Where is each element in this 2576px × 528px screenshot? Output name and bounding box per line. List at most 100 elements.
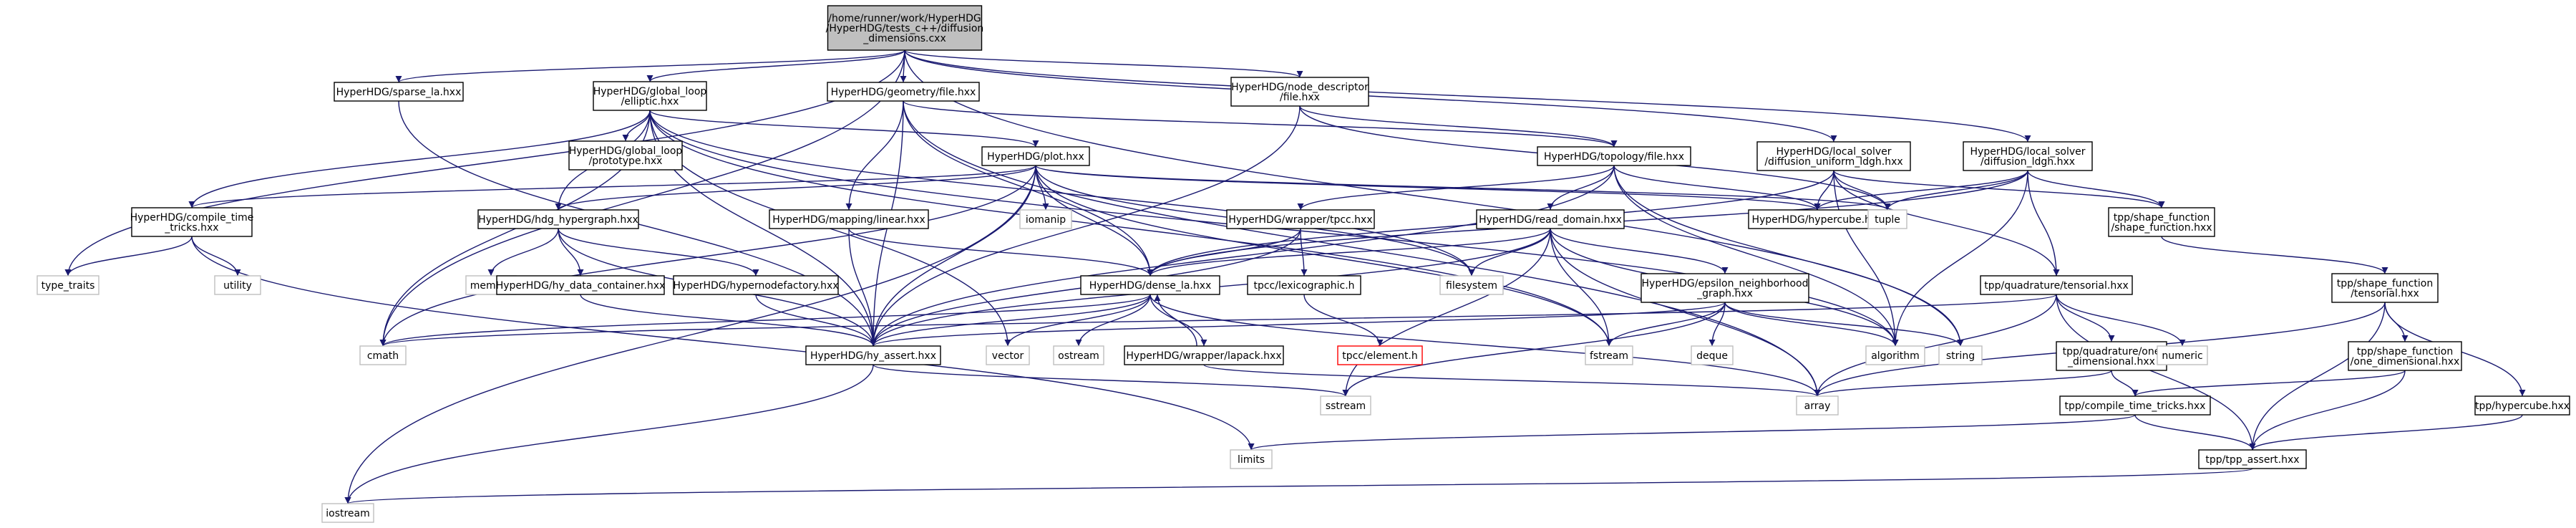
node-label-line: HyperHDG/mapping/linear.hxx (772, 214, 925, 226)
node-label-line: HyperHDG/node_descriptor (1231, 82, 1369, 93)
node-read_domain[interactable]: HyperHDG/read_domain.hxx (1476, 209, 1625, 229)
edge-tpp_shape_function_file-to-tpp_shape_function_tensorial (2161, 236, 2388, 274)
node-box (2348, 341, 2462, 371)
node-box (359, 345, 407, 365)
node-hy_data_container[interactable]: HyperHDG/hy_data_container.hxx (496, 275, 666, 295)
edge-node_descriptor_file-to-hy_assert (870, 105, 1301, 347)
edge-topology_file-to-algorithm (1613, 165, 1899, 347)
node-box (1080, 275, 1220, 295)
node-hypercube[interactable]: HyperHDG/hypercube.hxx (1748, 209, 1887, 229)
node-dense_la[interactable]: HyperHDG/dense_la.hxx (1080, 275, 1220, 295)
node-box (1053, 345, 1104, 365)
edge-tpp_quadrature_tensorial-to-numeric (2056, 294, 2186, 347)
node-tpp_quadrature_one_dimensional[interactable]: tpp/quadrature/one_dimensional.hxx (2056, 341, 2167, 371)
edge-topology_file-to-wrapper_tpcc (1297, 165, 1615, 211)
node-label-line: tpp/shape_function (2337, 278, 2433, 289)
edge-root-to-node_descriptor_file (904, 49, 1303, 78)
edge-focal_solver_uniform-to-tpp_quadrature_tensorial (1833, 170, 2060, 277)
edge-focal_solver_ldgh-to-tpp_quadrature_tensorial (2027, 170, 2060, 277)
edge-tpp_quadrature_one_dimensional-to-array (1814, 370, 2112, 397)
edge-tpp_compile_time_tricks-to-tpp_assert (2134, 414, 2256, 451)
node-label-line: tpp/quadrature/tensorial.hxx (1984, 280, 2129, 292)
node-label-line: /file.hxx (1280, 92, 1320, 103)
node-label-line: HyperHDG/dense_la.hxx (1089, 280, 1212, 292)
node-wrapper_tpcc[interactable]: HyperHDG/wrapper/tpcc.hxx (1226, 209, 1375, 229)
node-box (2108, 207, 2215, 237)
node-global_loop_elliptic[interactable]: HyperHDG/global_loop/elliptic.hxx (593, 81, 707, 111)
edge-global_loop_elliptic-to-filesystem (649, 110, 1475, 277)
edge-tpp_shape_function_one_dimensional-to-tpp_assert (2249, 370, 2406, 451)
edge-root-to-cmath (379, 49, 905, 347)
node-tpp_shape_function_one_dimensional[interactable]: tpp/shape_function/one_dimensional.hxx (2348, 341, 2462, 371)
edge-hypernodefactory-to-hy_assert (755, 294, 877, 347)
node-label-line: /tensorial.hxx (2351, 288, 2419, 299)
node-label-line: HyperHDG/hy_assert.hxx (810, 350, 936, 362)
node-hdg_hypergraph[interactable]: HyperHDG/hdg_hypergraph.hxx (477, 209, 639, 229)
node-tpp_assert[interactable]: tpp/tpp_assert.hxx (2198, 449, 2307, 469)
node-label-line: HyperHDG/local_solver (1970, 146, 2086, 158)
node-iomanip: iomanip (1019, 209, 1072, 229)
node-plot[interactable]: HyperHDG/plot.hxx (981, 146, 1090, 166)
node-tpcc_element[interactable]: tpcc/element.h (1337, 345, 1423, 365)
node-cmath: cmath (359, 345, 407, 365)
edge-epsilon_neighborhood-to-hy_assert (870, 302, 1726, 347)
node-geometry_file[interactable]: HyperHDG/geometry/file.hxx (827, 82, 980, 102)
node-mapping_linear[interactable]: HyperHDG/mapping/linear.hxx (769, 209, 929, 229)
node-tpcc_lexicographic[interactable]: tpcc/lexicographic.h (1247, 275, 1361, 295)
edge-read_domain-to-dense_la (1147, 228, 1551, 277)
node-sparse_la[interactable]: HyperHDG/sparse_la.hxx (334, 82, 464, 102)
node-array: array (1796, 395, 1839, 416)
node-label-line: HyperHDG/hdg_hypergraph.hxx (478, 214, 638, 226)
node-tpp_quadrature_tensorial[interactable]: tpp/quadrature/tensorial.hxx (1980, 275, 2133, 295)
edge-wrapper_lapack-to-dense_la (1154, 294, 1197, 347)
edge-root-to-sparse_la (395, 49, 905, 83)
node-epsilon_neighborhood[interactable]: HyperHDG/epsilon_neighborhood_graph.hxx (1641, 273, 1809, 303)
edge-tpp_shape_function_one_dimensional-to-tpp_compile_time_tricks (2132, 370, 2406, 397)
node-box (1641, 273, 1809, 303)
node-topology_file[interactable]: HyperHDG/topology/file.hxx (1537, 146, 1691, 166)
node-utility: utility (214, 275, 261, 295)
edge-read_domain-to-epsilon_neighborhood (1550, 228, 1729, 274)
edge-tpp_assert-to-iostream (345, 468, 2253, 504)
node-wrapper_lapack[interactable]: HyperHDG/wrapper/lapack.hxx (1124, 345, 1284, 365)
node-label-line: HyperHDG/global_loop (593, 86, 707, 97)
edge-epsilon_neighborhood-to-deque (1709, 302, 1726, 347)
node-node_descriptor_file[interactable]: HyperHDG/node_descriptor/file.hxx (1230, 77, 1369, 107)
edge-compile_time_tricks-to-type_traits (64, 236, 193, 277)
node-tpp_hypercube[interactable]: tpp/hypercube.hxx (2474, 395, 2570, 416)
node-box (1226, 209, 1375, 229)
edge-epsilon_neighborhood-to-string (1724, 302, 1964, 347)
node-focal_solver_ldgh[interactable]: HyperHDG/local_solver/diffusion_ldgh.hxx (1963, 141, 2093, 171)
node-box (1796, 395, 1839, 416)
edge-geometry_file-to-topology_file (903, 100, 1618, 148)
node-label-line: fstream (1590, 350, 1628, 362)
edge-epsilon_neighborhood-to-sstream (1342, 302, 1726, 397)
node-compile_time_tricks[interactable]: HyperHDG/compile_time_tricks.hxx (130, 207, 254, 237)
node-focal_solver_uniform[interactable]: HyperHDG/local_solver/diffusion_uniform_… (1756, 141, 1911, 171)
node-label-line: algorithm (1871, 350, 1920, 362)
node-tpp_shape_function_tensorial[interactable]: tpp/shape_function/tensorial.hxx (2331, 273, 2439, 303)
node-tpp_compile_time_tricks[interactable]: tpp/compile_time_tricks.hxx (2059, 395, 2211, 416)
node-label-line: tpp/compile_time_tricks.hxx (2065, 400, 2206, 412)
node-box (1320, 395, 1371, 416)
node-box (1865, 345, 1925, 365)
edge-plot-to-hdg_hypergraph (555, 165, 1036, 211)
node-root[interactable]: /home/runner/work/HyperHDG/HyperHDG/test… (826, 5, 984, 51)
node-label-line: HyperHDG/hypercube.hxx (1751, 214, 1882, 226)
edge-tpp_hypercube-to-tpp_assert (2249, 414, 2523, 451)
node-label-line: /diffusion_uniform_ldgh.hxx (1764, 156, 1902, 168)
edge-root-to-focal_solver_uniform (904, 49, 1837, 143)
edge-epsilon_neighborhood-to-fstream (1605, 302, 1726, 347)
edge-epsilon_neighborhood-to-algorithm (1724, 302, 1899, 347)
node-label-line: tpp/shape_function (2357, 346, 2453, 357)
node-label-line: string (1946, 350, 1975, 362)
node-label-line: HyperHDG/read_domain.hxx (1479, 214, 1622, 226)
node-hy_assert[interactable]: HyperHDG/hy_assert.hxx (805, 345, 941, 365)
node-sstream: sstream (1320, 395, 1371, 416)
node-hypernodefactory[interactable]: HyperHDG/hypernodefactory.hxx (673, 275, 839, 295)
node-label-line: array (1804, 400, 1831, 412)
node-tpp_shape_function_file[interactable]: tpp/shape_function/shape_function.hxx (2108, 207, 2215, 237)
node-label-line: HyperHDG/wrapper/tpcc.hxx (1228, 214, 1372, 226)
node-global_loop_prototype[interactable]: HyperHDG/global_loop/prototype.hxx (568, 140, 683, 171)
node-label-line: _dimensional.hxx (2067, 356, 2155, 368)
